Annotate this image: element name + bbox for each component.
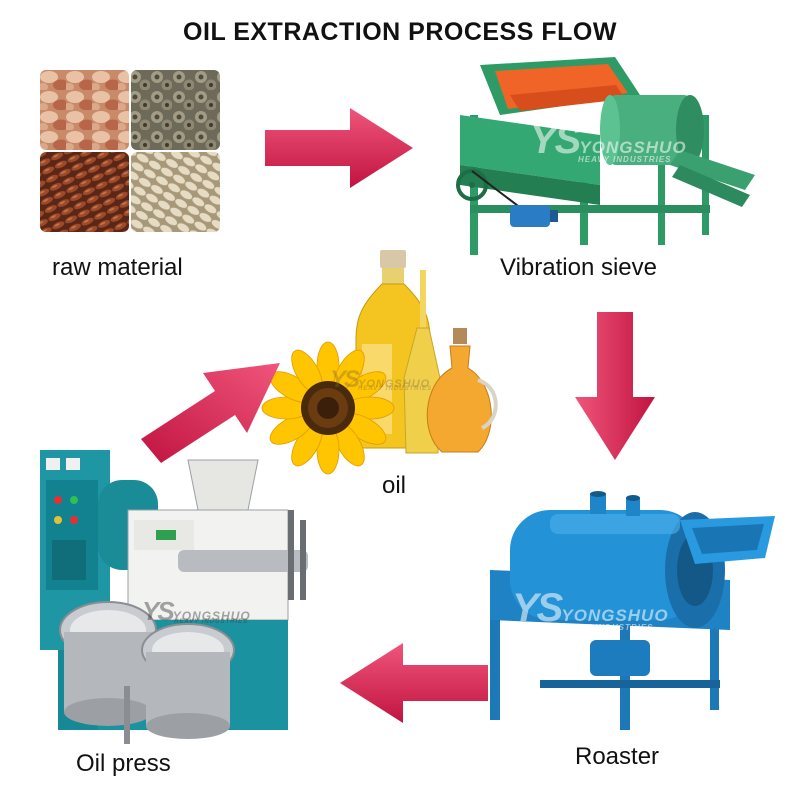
roaster-label: Roaster (575, 743, 660, 770)
raw-material-image (40, 70, 220, 232)
raw-material-label: raw material (52, 254, 183, 281)
vibration-sieve-label: Vibration sieve (500, 254, 657, 281)
oil-press-label: Oil press (76, 750, 171, 777)
roaster-image (490, 491, 775, 730)
oil-label: oil (382, 472, 407, 499)
oil-press-image (40, 450, 308, 744)
vibration-sieve-image (456, 57, 755, 255)
arrow-roaster-to-press (340, 643, 488, 723)
arrow-press-to-oil (141, 363, 280, 463)
page-title: OIL EXTRACTION PROCESS FLOW (183, 18, 617, 46)
arrow-sieve-to-roaster (575, 312, 655, 460)
oil-image (261, 250, 498, 475)
arrow-raw-to-sieve (265, 108, 413, 188)
